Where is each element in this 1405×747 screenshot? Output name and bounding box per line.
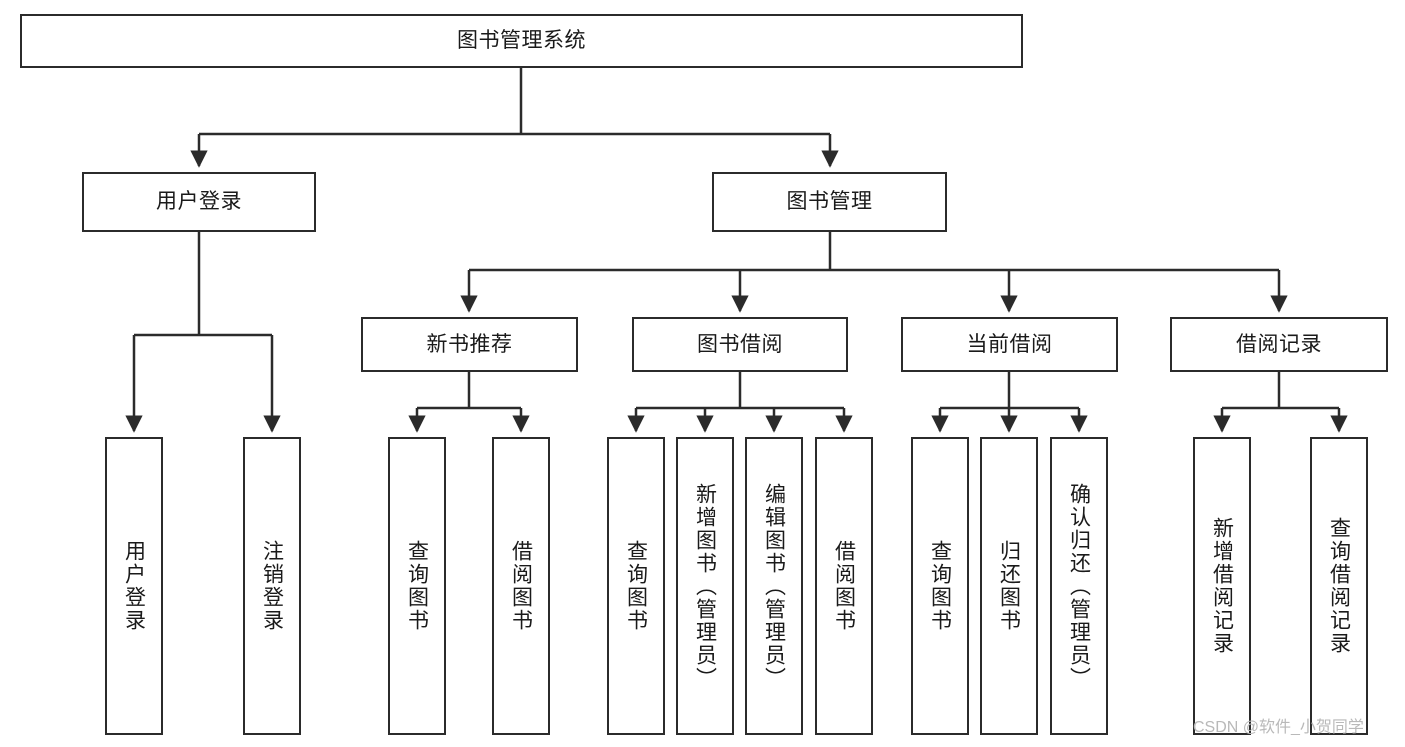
node-current-borrow-label: 当前借阅 <box>966 332 1053 356</box>
node-new-book-recommend-label: 新书推荐 <box>426 332 513 356</box>
node-leaf-return-book[interactable]: 归还图书 <box>980 437 1038 735</box>
node-root[interactable]: 图书管理系统 <box>20 14 1023 68</box>
node-leaf-add-record-label: 新增借阅记录 <box>1210 517 1234 655</box>
node-leaf-add-book[interactable]: 新增图书（管理员） <box>676 437 734 735</box>
node-borrow-record[interactable]: 借阅记录 <box>1170 317 1388 372</box>
node-leaf-edit-book[interactable]: 编辑图书（管理员） <box>745 437 803 735</box>
node-user-login-label: 用户登录 <box>156 190 242 214</box>
node-borrow-record-label: 借阅记录 <box>1236 332 1322 356</box>
node-root-label: 图书管理系统 <box>457 29 586 53</box>
node-new-book-recommend[interactable]: 新书推荐 <box>361 317 578 372</box>
csdn-watermark: CSDN @软件_小贺同学 <box>1193 719 1364 736</box>
node-leaf-borrow-book-1-label: 借阅图书 <box>509 540 533 632</box>
node-leaf-query-book-3-label: 查询图书 <box>928 540 952 632</box>
node-leaf-borrow-book-2-label: 借阅图书 <box>832 540 856 632</box>
node-leaf-query-book-2-label: 查询图书 <box>624 540 648 632</box>
node-leaf-query-book-1[interactable]: 查询图书 <box>388 437 446 735</box>
node-user-login[interactable]: 用户登录 <box>82 172 316 232</box>
node-leaf-add-book-label: 新增图书（管理员） <box>693 482 717 690</box>
node-leaf-return-book-label: 归还图书 <box>997 540 1021 632</box>
node-leaf-logout[interactable]: 注销登录 <box>243 437 301 735</box>
node-leaf-query-record-label: 查询借阅记录 <box>1327 517 1351 655</box>
node-leaf-user-login[interactable]: 用户登录 <box>105 437 163 735</box>
node-book-management-label: 图书管理 <box>786 190 873 214</box>
node-leaf-borrow-book-1[interactable]: 借阅图书 <box>492 437 550 735</box>
node-leaf-query-book-3[interactable]: 查询图书 <box>911 437 969 735</box>
node-leaf-user-login-label: 用户登录 <box>122 540 146 632</box>
node-leaf-logout-label: 注销登录 <box>260 540 284 632</box>
node-book-borrow[interactable]: 图书借阅 <box>632 317 848 372</box>
node-book-management[interactable]: 图书管理 <box>712 172 947 232</box>
node-leaf-query-record[interactable]: 查询借阅记录 <box>1310 437 1368 735</box>
node-current-borrow[interactable]: 当前借阅 <box>901 317 1118 372</box>
node-leaf-confirm-return[interactable]: 确认归还（管理员） <box>1050 437 1108 735</box>
node-leaf-confirm-return-label: 确认归还（管理员） <box>1067 482 1091 690</box>
node-leaf-add-record[interactable]: 新增借阅记录 <box>1193 437 1251 735</box>
node-book-borrow-label: 图书借阅 <box>697 332 783 356</box>
node-leaf-query-book-1-label: 查询图书 <box>405 540 429 632</box>
node-leaf-query-book-2[interactable]: 查询图书 <box>607 437 665 735</box>
node-leaf-edit-book-label: 编辑图书（管理员） <box>762 482 786 690</box>
node-leaf-borrow-book-2[interactable]: 借阅图书 <box>815 437 873 735</box>
